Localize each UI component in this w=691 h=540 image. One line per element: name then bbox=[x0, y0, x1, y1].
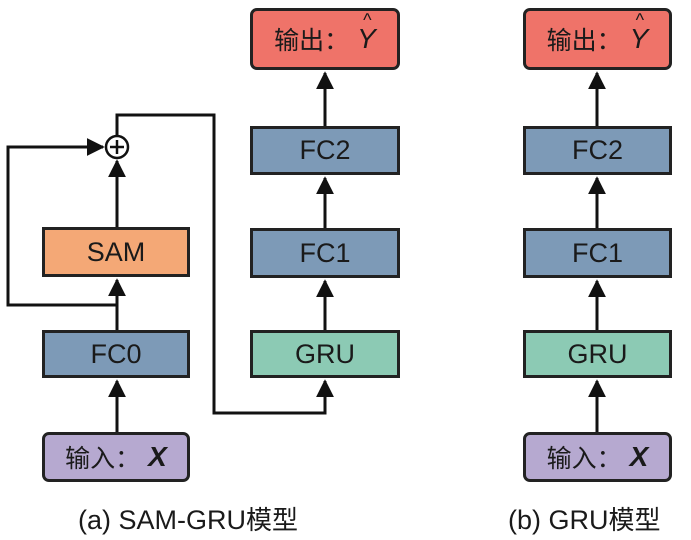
add-operator-icon bbox=[104, 134, 130, 160]
gru-node-a: GRU bbox=[250, 330, 400, 378]
fc2-node-a: FC2 bbox=[250, 126, 400, 175]
fc1-label: FC1 bbox=[299, 237, 351, 268]
input-node-b: 输入： X bbox=[523, 432, 672, 482]
output-label: 输出： bbox=[274, 26, 350, 55]
caption-a: (a) SAM-GRU模型 bbox=[78, 500, 298, 537]
caption-a-prefix: (a) SAM-GRU bbox=[78, 505, 246, 535]
caption-a-suffix: 模型 bbox=[246, 506, 299, 536]
fc2-label: FC2 bbox=[299, 135, 351, 165]
sam-node: SAM bbox=[42, 227, 190, 277]
caption-b: (b) GRU模型 bbox=[508, 500, 661, 537]
sam-label: SAM bbox=[86, 236, 146, 267]
gru-node-b: GRU bbox=[523, 330, 672, 378]
input-node-a: 输入： X bbox=[42, 432, 190, 482]
fc0-label: FC0 bbox=[90, 338, 142, 369]
caption-b-suffix: 模型 bbox=[608, 506, 661, 536]
output-node-b: 输出： Y bbox=[523, 8, 672, 70]
input-label: 输入： bbox=[65, 444, 141, 473]
output-variable: Y bbox=[630, 10, 649, 55]
fc2-label: FC2 bbox=[571, 135, 623, 165]
input-variable: X bbox=[629, 441, 649, 472]
fc2-node-b: FC2 bbox=[523, 126, 672, 175]
output-node-a: 输出： Y bbox=[250, 8, 400, 70]
fc1-node-b: FC1 bbox=[523, 228, 672, 278]
gru-label: GRU bbox=[295, 338, 355, 369]
fc1-label: FC1 bbox=[571, 237, 623, 268]
arrow-residual-skip bbox=[6, 138, 117, 307]
fc0-node: FC0 bbox=[42, 330, 190, 378]
output-variable: Y bbox=[357, 10, 376, 55]
gru-label: GRU bbox=[567, 338, 628, 369]
caption-b-prefix: (b) GRU bbox=[508, 505, 609, 535]
arrow-add-to-gru bbox=[115, 113, 334, 415]
input-variable: X bbox=[148, 441, 167, 472]
output-label: 输出： bbox=[546, 26, 622, 55]
fc1-node-a: FC1 bbox=[250, 228, 400, 278]
input-label: 输入： bbox=[546, 444, 622, 473]
